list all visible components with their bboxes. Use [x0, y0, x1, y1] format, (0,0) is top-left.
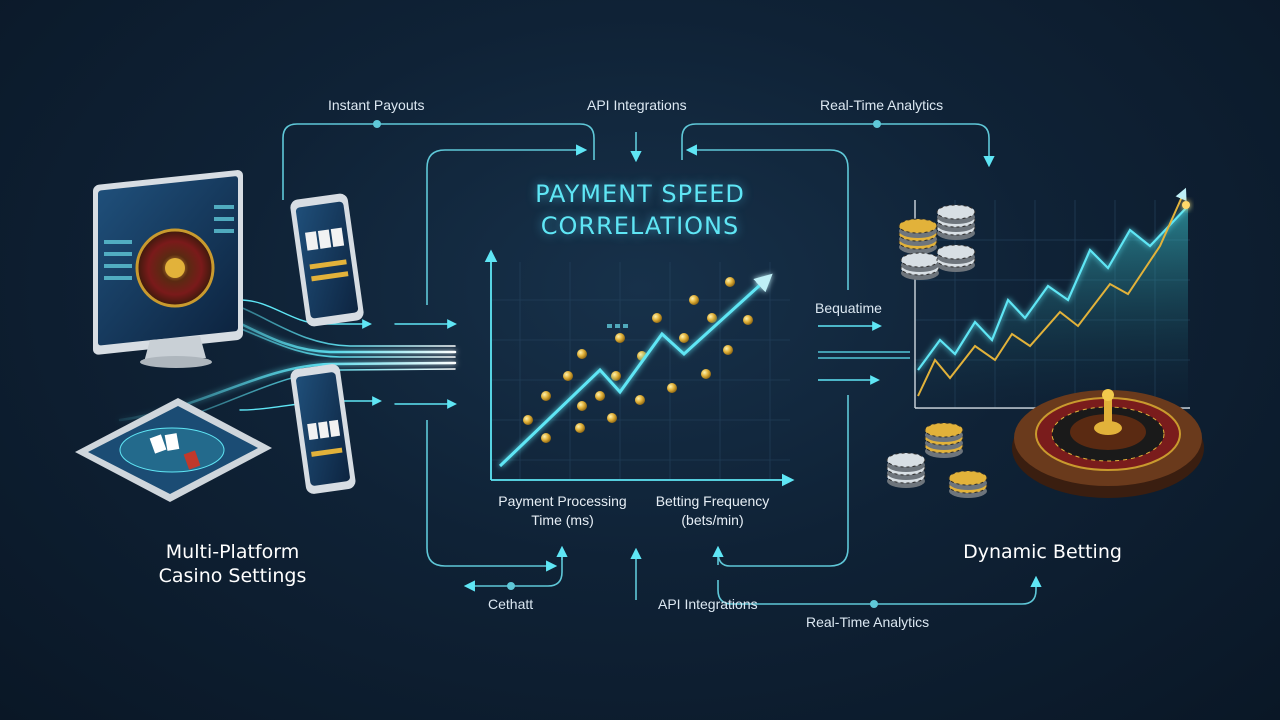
- trend-arrow: [498, 273, 773, 468]
- scatter-point: [701, 369, 711, 379]
- label-real-time-analytics-bottom: Real-Time Analytics: [806, 614, 930, 630]
- scatter-point: [563, 371, 573, 381]
- scatter-point: [577, 401, 587, 411]
- scatter-point: [743, 315, 753, 325]
- scatter-point: [689, 295, 699, 305]
- x-axis-label: Payment Processing Time (ms): [498, 493, 627, 528]
- scatter-point: [667, 383, 677, 393]
- title-line-2: CORRELATIONS: [540, 212, 740, 240]
- y-axis-label: Betting Frequency (bets/min): [655, 493, 770, 528]
- desktop-monitor-icon: [93, 170, 243, 368]
- scatter-point: [652, 313, 662, 323]
- scatter-points: [523, 277, 753, 443]
- left-panel-title: Multi-Platform Casino Settings: [158, 541, 307, 587]
- bottom-connectors: [426, 395, 1042, 608]
- right-chart: [914, 187, 1190, 409]
- tablet-icon: [75, 398, 272, 502]
- connector-cethatt: [463, 548, 563, 592]
- connector-left-inner: [426, 144, 588, 305]
- label-api-integrations-bottom: API Integrations: [658, 596, 758, 612]
- top-connectors: [282, 120, 995, 305]
- scatter-point: [577, 349, 587, 359]
- scatter-point: [611, 371, 621, 381]
- scatter-point: [635, 395, 645, 405]
- roulette-wheel-icon: [1012, 389, 1204, 498]
- label-api-integrations-top: API Integrations: [587, 97, 687, 113]
- scatter-point: [575, 423, 585, 433]
- smartphone-icon: [290, 193, 364, 327]
- scatter-point: [707, 313, 717, 323]
- connector-right-inner: [685, 144, 849, 290]
- label-cethatt: Cethatt: [488, 596, 534, 612]
- smartphone-icon: [290, 364, 356, 494]
- scatter-point: [723, 345, 733, 355]
- central-chart: [484, 249, 795, 487]
- connector-instant-payouts: [282, 123, 595, 200]
- diagram-title: PAYMENT SPEED CORRELATIONS: [490, 178, 790, 242]
- scatter-point: [607, 413, 617, 423]
- scatter-point: [541, 433, 551, 443]
- label-real-time-analytics-top: Real-Time Analytics: [820, 97, 944, 113]
- connector-real-time-bottom: [717, 575, 1042, 605]
- label-bequatime: Bequatime: [815, 300, 882, 316]
- scatter-point: [725, 277, 735, 287]
- scatter-point: [679, 333, 689, 343]
- right-data-streams: [818, 321, 910, 385]
- scatter-point: [595, 391, 605, 401]
- scatter-point: [615, 333, 625, 343]
- connector-real-time-analytics: [681, 123, 995, 168]
- label-instant-payouts: Instant Payouts: [328, 97, 425, 113]
- casino-chip-icon: [886, 204, 988, 498]
- connector-left-bottom: [426, 420, 558, 572]
- right-panel-title: Dynamic Betting: [963, 541, 1122, 563]
- title-line-1: PAYMENT SPEED: [535, 180, 745, 208]
- scatter-point: [523, 415, 533, 425]
- scatter-point: [541, 391, 551, 401]
